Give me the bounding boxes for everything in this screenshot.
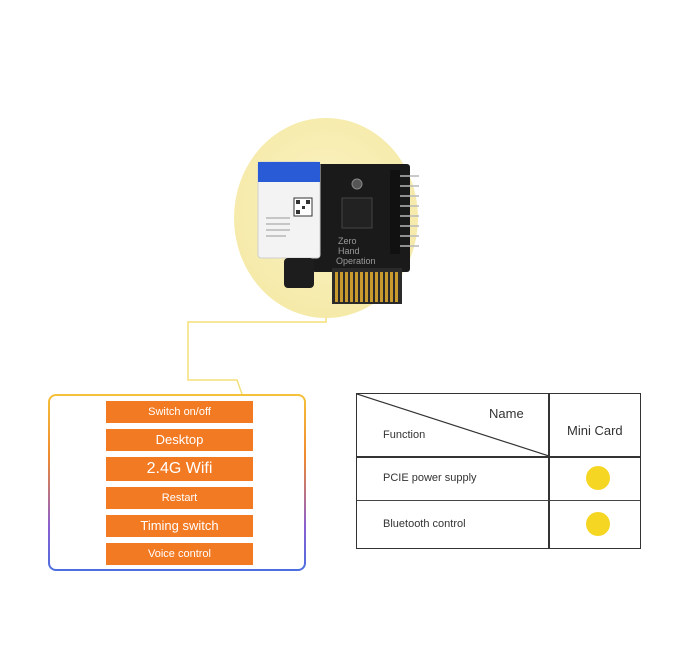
- header-name: Name: [489, 406, 524, 421]
- header-divider: [357, 456, 640, 458]
- row-divider: [357, 500, 640, 501]
- product-image: Zero Hand Operation: [234, 118, 419, 318]
- feature-item: Switch on/off: [106, 401, 253, 423]
- silkscreen-1: Zero: [338, 236, 357, 246]
- header-function: Function: [383, 429, 426, 441]
- gold-fingers: [335, 272, 398, 302]
- feature-item: Restart: [106, 487, 253, 509]
- feature-item: 2.4G Wifi: [106, 457, 253, 481]
- supported-dot: [586, 512, 610, 536]
- chip: [341, 197, 373, 229]
- feature-item: Voice control: [106, 543, 253, 565]
- battery-holder: [284, 258, 314, 288]
- silkscreen-3: Operation: [336, 256, 376, 266]
- feature-item: Timing switch: [106, 515, 253, 537]
- feature-list: Switch on/off Desktop 2.4G Wifi Restart …: [106, 401, 253, 571]
- row-function: Bluetooth control: [383, 518, 466, 530]
- feature-item: Desktop: [106, 429, 253, 451]
- silkscreen-2: Hand: [338, 246, 360, 256]
- reset-button: [351, 178, 363, 190]
- comparison-table: Name Function Mini Card PCIE power suppl…: [356, 393, 641, 549]
- header-diagonal: [357, 394, 549, 456]
- column-divider: [548, 394, 550, 548]
- feature-panel: Switch on/off Desktop 2.4G Wifi Restart …: [48, 394, 306, 571]
- column-mini-card: Mini Card: [567, 423, 623, 438]
- row-function: PCIE power supply: [383, 472, 477, 484]
- supported-dot: [586, 466, 610, 490]
